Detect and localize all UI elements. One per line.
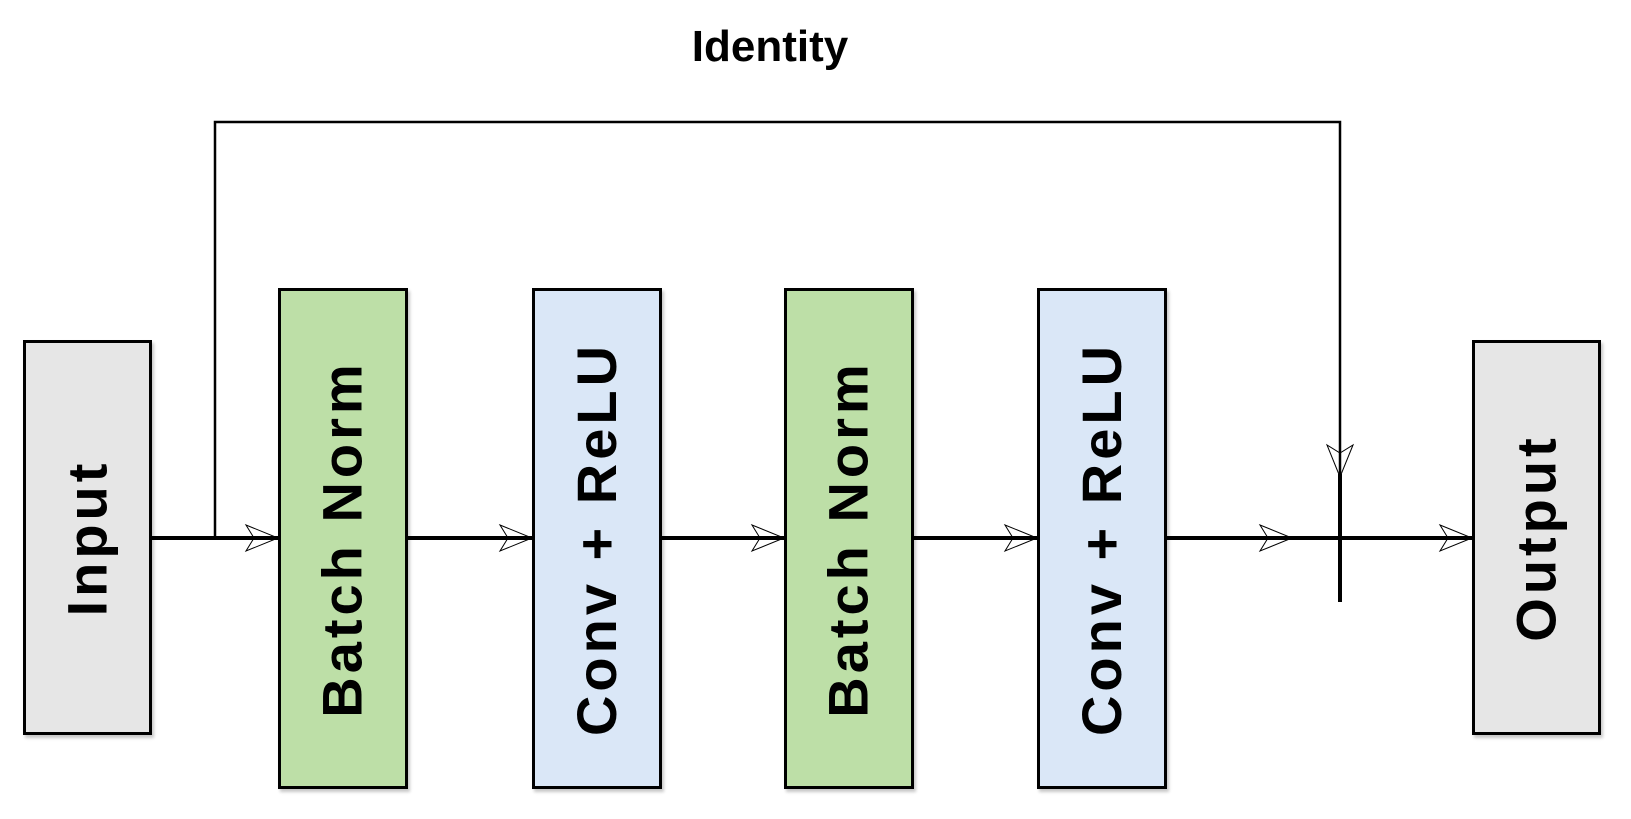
edge-identity-skip [213, 120, 1355, 538]
node-batchnorm-2-label: Batch Norm [817, 359, 881, 718]
circled-plus-icon [1292, 474, 1388, 602]
node-conv-relu-1-label: Conv + ReLU [565, 341, 628, 736]
node-input: Input [23, 340, 152, 735]
node-output: Output [1472, 340, 1601, 735]
node-conv-relu-1: Conv + ReLU [532, 288, 662, 789]
node-output-label: Output [1504, 433, 1568, 642]
node-batchnorm-1-label: Batch Norm [311, 359, 375, 718]
node-conv-relu-2-label: Conv + ReLU [1070, 341, 1133, 736]
node-batchnorm-2: Batch Norm [784, 288, 914, 789]
node-input-label: Input [55, 459, 119, 616]
identity-skip-label: Identity [691, 22, 849, 71]
node-conv-relu-2: Conv + ReLU [1037, 288, 1167, 789]
node-batchnorm-1: Batch Norm [278, 288, 408, 789]
